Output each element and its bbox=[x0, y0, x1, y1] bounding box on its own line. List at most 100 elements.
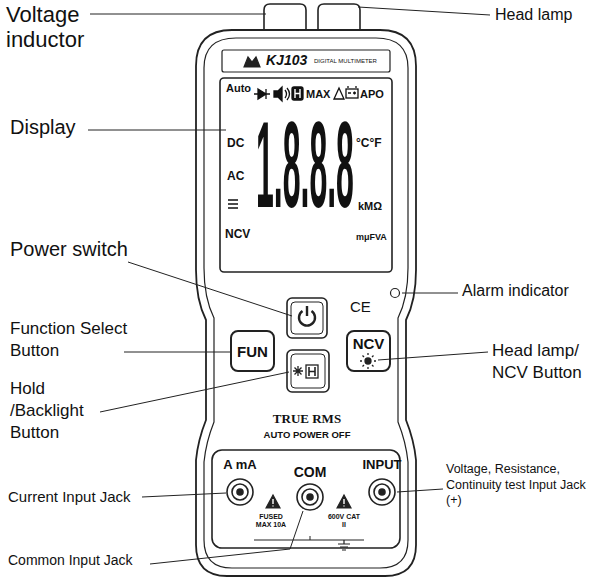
ncv-button: NCV bbox=[346, 330, 391, 372]
top-tabs bbox=[264, 4, 360, 30]
callout-label: Alarm indicator bbox=[462, 282, 569, 300]
leader-lines bbox=[88, 7, 490, 564]
button-label: NCV bbox=[353, 336, 385, 353]
hold-backlight-button bbox=[306, 365, 318, 378]
housing bbox=[196, 30, 416, 576]
display-annunciator: AC bbox=[227, 170, 244, 184]
voltage-rating: 600V CAT II bbox=[327, 513, 361, 528]
power-button bbox=[306, 306, 308, 316]
input-jacks bbox=[374, 484, 390, 500]
callout-label: Function Select Button bbox=[10, 318, 128, 362]
alarm-indicator bbox=[391, 289, 400, 298]
display-annunciator: DC bbox=[227, 137, 244, 151]
leader-lines bbox=[397, 489, 443, 492]
display-icons bbox=[348, 86, 356, 95]
display-unit: kMΩ bbox=[358, 200, 382, 213]
leader-lines bbox=[150, 511, 303, 564]
headlamp-icon bbox=[365, 358, 371, 364]
brand-strip bbox=[222, 50, 390, 72]
brand-strip bbox=[222, 50, 390, 72]
warning-symbols bbox=[266, 495, 280, 508]
display-icons bbox=[346, 89, 358, 98]
input-jacks bbox=[369, 479, 395, 505]
input-jacks bbox=[297, 484, 323, 510]
ce-mark: CE bbox=[350, 298, 371, 315]
leader-lines bbox=[90, 14, 266, 15]
callout-label: Voltage inductor bbox=[6, 2, 106, 53]
input-jacks bbox=[227, 479, 395, 510]
leader-lines bbox=[378, 352, 488, 360]
leader-lines bbox=[88, 130, 226, 131]
input-jacks bbox=[379, 489, 385, 495]
warning-symbols bbox=[343, 499, 344, 507]
power-button bbox=[287, 298, 327, 338]
function-button: FUN bbox=[230, 330, 275, 372]
headlamp-icon bbox=[360, 353, 376, 369]
jack-label: COM bbox=[294, 464, 327, 480]
housing bbox=[204, 38, 408, 568]
callout-label: Head lamp/ NCV Button bbox=[492, 340, 592, 384]
display-icons bbox=[292, 87, 303, 100]
callout-label: Power switch bbox=[10, 238, 128, 261]
display-window bbox=[220, 78, 392, 272]
panel-text: TRUE RMS bbox=[273, 412, 341, 427]
leader-lines bbox=[128, 262, 292, 316]
callout-label: Display bbox=[10, 116, 76, 139]
jack-panel bbox=[310, 536, 311, 540]
warning-symbols bbox=[272, 499, 273, 507]
leader-lines bbox=[124, 352, 230, 353]
callout-label: Current Input Jack bbox=[8, 488, 131, 505]
display-annunciator: APO bbox=[360, 88, 384, 101]
button-label: FUN bbox=[237, 344, 268, 361]
model-subtitle: DIGITAL MULTIMETER bbox=[314, 58, 377, 65]
fuse-rating: FUSED MAX 10A bbox=[251, 513, 291, 528]
input-jacks bbox=[302, 489, 318, 505]
top-tabs bbox=[318, 4, 360, 30]
hold-backlight-button bbox=[287, 350, 329, 392]
display-annunciator: MAX bbox=[306, 88, 330, 101]
warning-symbols bbox=[337, 495, 351, 508]
leader-lines bbox=[142, 493, 226, 497]
display-window bbox=[220, 78, 392, 272]
callout-label: Voltage, Resistance, Continuity test Inp… bbox=[446, 462, 588, 509]
display-annunciator: NCV bbox=[225, 228, 250, 242]
input-jacks bbox=[307, 494, 313, 500]
warning-symbols bbox=[338, 540, 350, 550]
jack-label: A mA bbox=[223, 458, 256, 473]
leader-lines bbox=[402, 293, 458, 294]
headlamp-icon bbox=[360, 353, 376, 369]
power-button bbox=[291, 302, 323, 334]
display-unit: mμFVA bbox=[356, 232, 387, 242]
input-jacks bbox=[227, 479, 253, 505]
alarm-indicator bbox=[391, 289, 400, 298]
leader-lines bbox=[358, 7, 490, 15]
jack-panel bbox=[254, 540, 364, 541]
display-icons bbox=[285, 88, 290, 100]
hold-backlight-button bbox=[291, 354, 325, 388]
display-annunciator: Auto bbox=[226, 82, 251, 95]
power-button bbox=[287, 298, 327, 338]
hold-backlight-button bbox=[287, 350, 329, 392]
panel-text: AUTO POWER OFF bbox=[264, 430, 351, 441]
jack-label: INPUT bbox=[363, 458, 402, 473]
callout-label: Common Input Jack bbox=[8, 552, 133, 568]
input-jacks bbox=[237, 489, 243, 495]
display-icons bbox=[334, 88, 344, 99]
callout-label: Hold /Backlight Button bbox=[10, 378, 98, 444]
brand-strip bbox=[244, 57, 260, 67]
display-icons bbox=[295, 89, 300, 98]
hold-backlight-button bbox=[309, 367, 315, 376]
callout-label: Head lamp bbox=[495, 6, 572, 24]
display-unit: °C°F bbox=[356, 137, 382, 151]
top-tabs bbox=[264, 4, 306, 30]
display-icons bbox=[228, 200, 238, 208]
input-jacks bbox=[232, 484, 248, 500]
housing bbox=[196, 30, 416, 576]
leader-lines bbox=[100, 372, 289, 412]
model-name: KJ103 bbox=[266, 52, 307, 68]
display-icons bbox=[274, 87, 282, 101]
display-icons bbox=[254, 89, 270, 99]
hold-backlight-button bbox=[293, 366, 303, 376]
display-digits: 1.8.8.8 bbox=[256, 104, 354, 226]
